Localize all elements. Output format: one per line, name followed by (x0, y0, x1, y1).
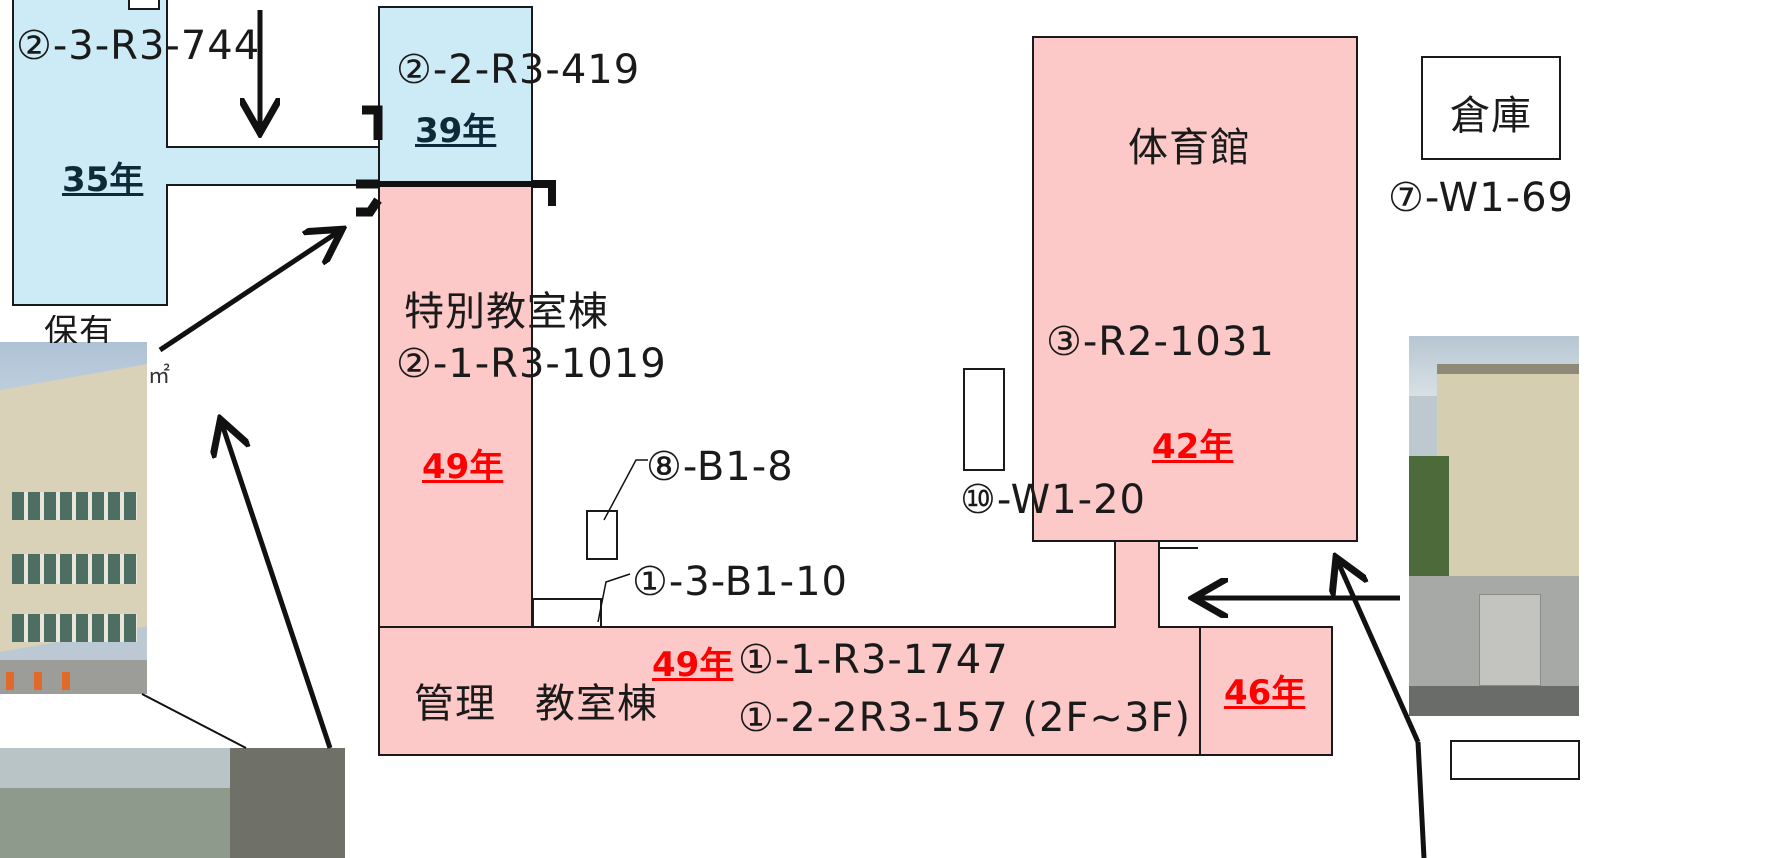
age-annex: 46年 (1224, 673, 1306, 713)
leader-1-3 (597, 573, 631, 623)
building-8-small (586, 510, 618, 560)
age-2-2: 39年 (415, 111, 497, 151)
building-2-3-top-stub (128, 0, 160, 10)
label-2-3-code: ②-3-R3-744 (16, 23, 261, 69)
arrow-up-left (222, 424, 333, 749)
photo-gym-building (1409, 336, 1579, 716)
building-10-small (963, 368, 1005, 471)
arrow-to-gym-corner (1338, 562, 1421, 744)
arrow-offscreen (1415, 741, 1427, 858)
building-2-1-special-classrooms (378, 182, 533, 628)
label-2-2-code: ②-2-R3-419 (396, 47, 641, 93)
age-admin: 49年 (652, 645, 734, 685)
label-admin-name-1: 管理 (414, 681, 496, 727)
photo-bottom-left (0, 748, 345, 858)
photo-leader-line (141, 693, 247, 749)
label-10-code: ⑩-W1-20 (960, 477, 1147, 523)
label-gym-code: ③-R2-1031 (1046, 319, 1275, 365)
photo-classroom-building (0, 342, 147, 694)
label-2-1-code: ②-1-R3-1019 (396, 341, 667, 387)
label-hoyu-unit: ㎡ (148, 364, 172, 389)
bracket-top-left (362, 105, 383, 140)
leader-8 (603, 459, 648, 521)
building-7-storage (1421, 56, 1561, 160)
label-2-1-name: 特別教室棟 (404, 289, 609, 335)
bracket-right (533, 180, 556, 206)
bracket-bottom-left (356, 179, 382, 217)
label-8-code: ⑧-B1-8 (646, 444, 794, 490)
label-storage-code: ⑦-W1-69 (1388, 175, 1575, 221)
building-1-admin-classrooms (378, 626, 1202, 756)
label-admin-code-2: ①-2-2R3-157 (2F~3F) (738, 695, 1192, 741)
connector-corridor (166, 146, 378, 186)
building-annex (1199, 626, 1333, 756)
age-2-3: 35年 (62, 160, 144, 200)
label-storage-name: 倉庫 (1450, 93, 1532, 139)
building-1-3-small (532, 598, 602, 628)
building-3-gym (1032, 36, 1358, 542)
age-2-1: 49年 (422, 447, 504, 487)
gym-connector (1114, 542, 1160, 628)
label-gym-name: 体育館 (1128, 125, 1251, 171)
label-1-3-code: ①-3-B1-10 (632, 559, 848, 605)
arrow-to-corner (158, 232, 338, 353)
label-hoyu: 保有 (44, 315, 114, 343)
bottom-right-box (1450, 740, 1580, 780)
label-admin-name-2: 教室棟 (535, 681, 658, 727)
label-admin-code-1: ①-1-R3-1747 (738, 637, 1009, 683)
age-gym: 42年 (1152, 427, 1234, 467)
